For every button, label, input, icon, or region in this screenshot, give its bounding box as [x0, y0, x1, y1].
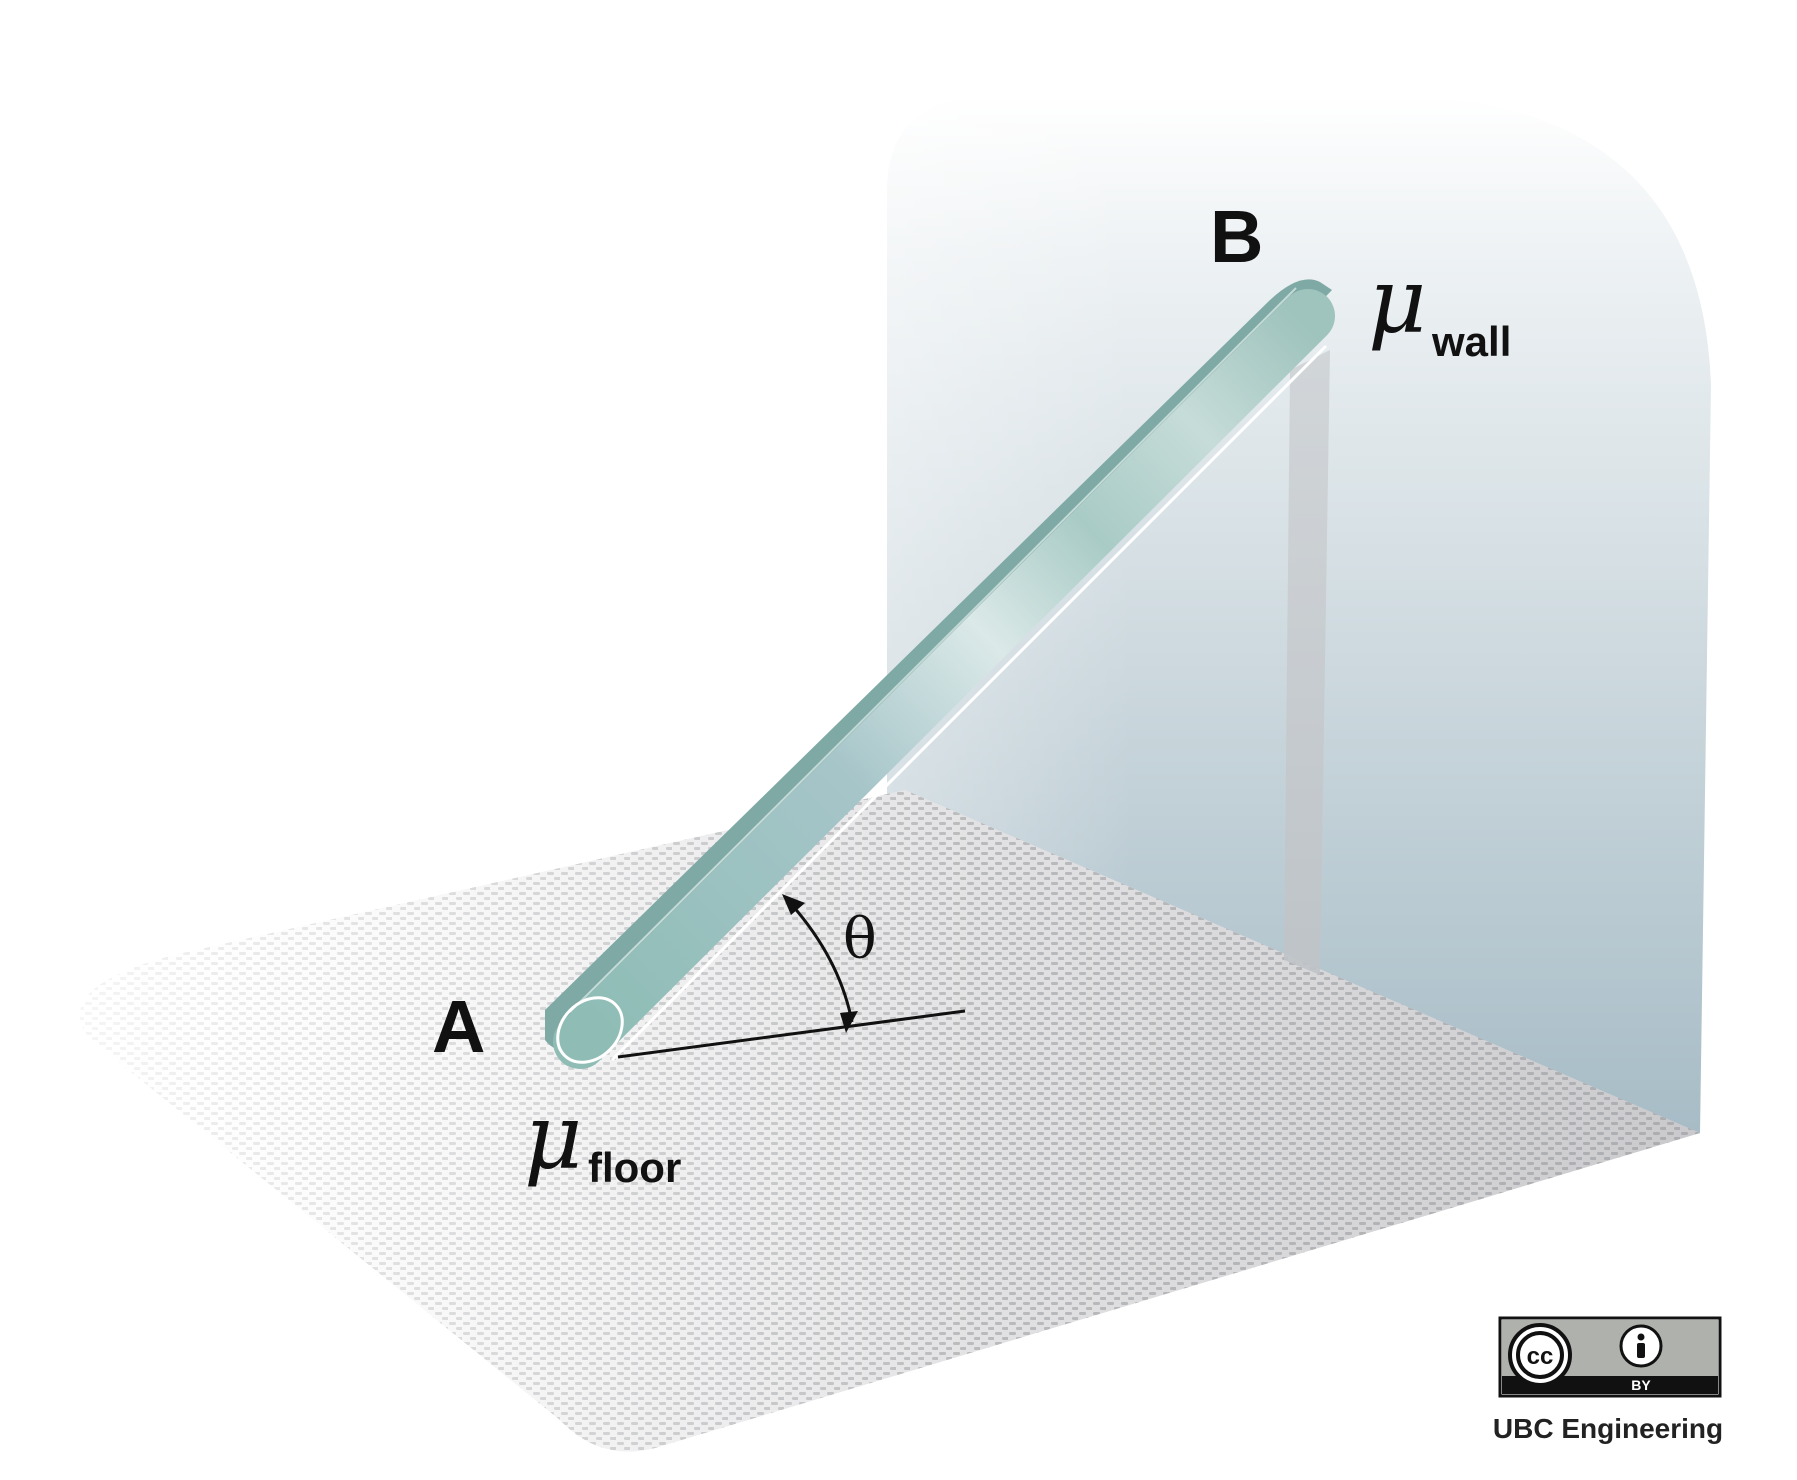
cc-icon: cc	[1508, 1323, 1572, 1387]
arrowhead-bottom-icon	[840, 1011, 858, 1033]
ladder-rod	[545, 279, 1335, 1069]
rod-shadow	[1284, 350, 1330, 975]
mu-floor-label: μ floor	[524, 1085, 681, 1191]
angle-label: θ	[843, 907, 877, 972]
mu-floor-symbol: μ	[524, 1085, 583, 1190]
cc-text: cc	[1527, 1343, 1554, 1370]
mu-wall-symbol: μ	[1368, 249, 1427, 354]
point-b-label: B	[1210, 195, 1263, 278]
angle-indicator	[617, 894, 966, 1059]
mu-wall-subscript: wall	[1431, 318, 1511, 365]
credit-text: UBC Engineering	[1493, 1413, 1723, 1444]
mu-floor-subscript: floor	[588, 1144, 681, 1191]
cc-by-badge: cc BY	[1498, 1316, 1722, 1398]
person-icon	[1619, 1324, 1663, 1368]
arrowhead-top-icon	[782, 894, 805, 915]
mu-wall-label: μ wall	[1368, 249, 1511, 365]
point-a-label: A	[432, 985, 485, 1068]
by-text: BY	[1631, 1377, 1651, 1393]
